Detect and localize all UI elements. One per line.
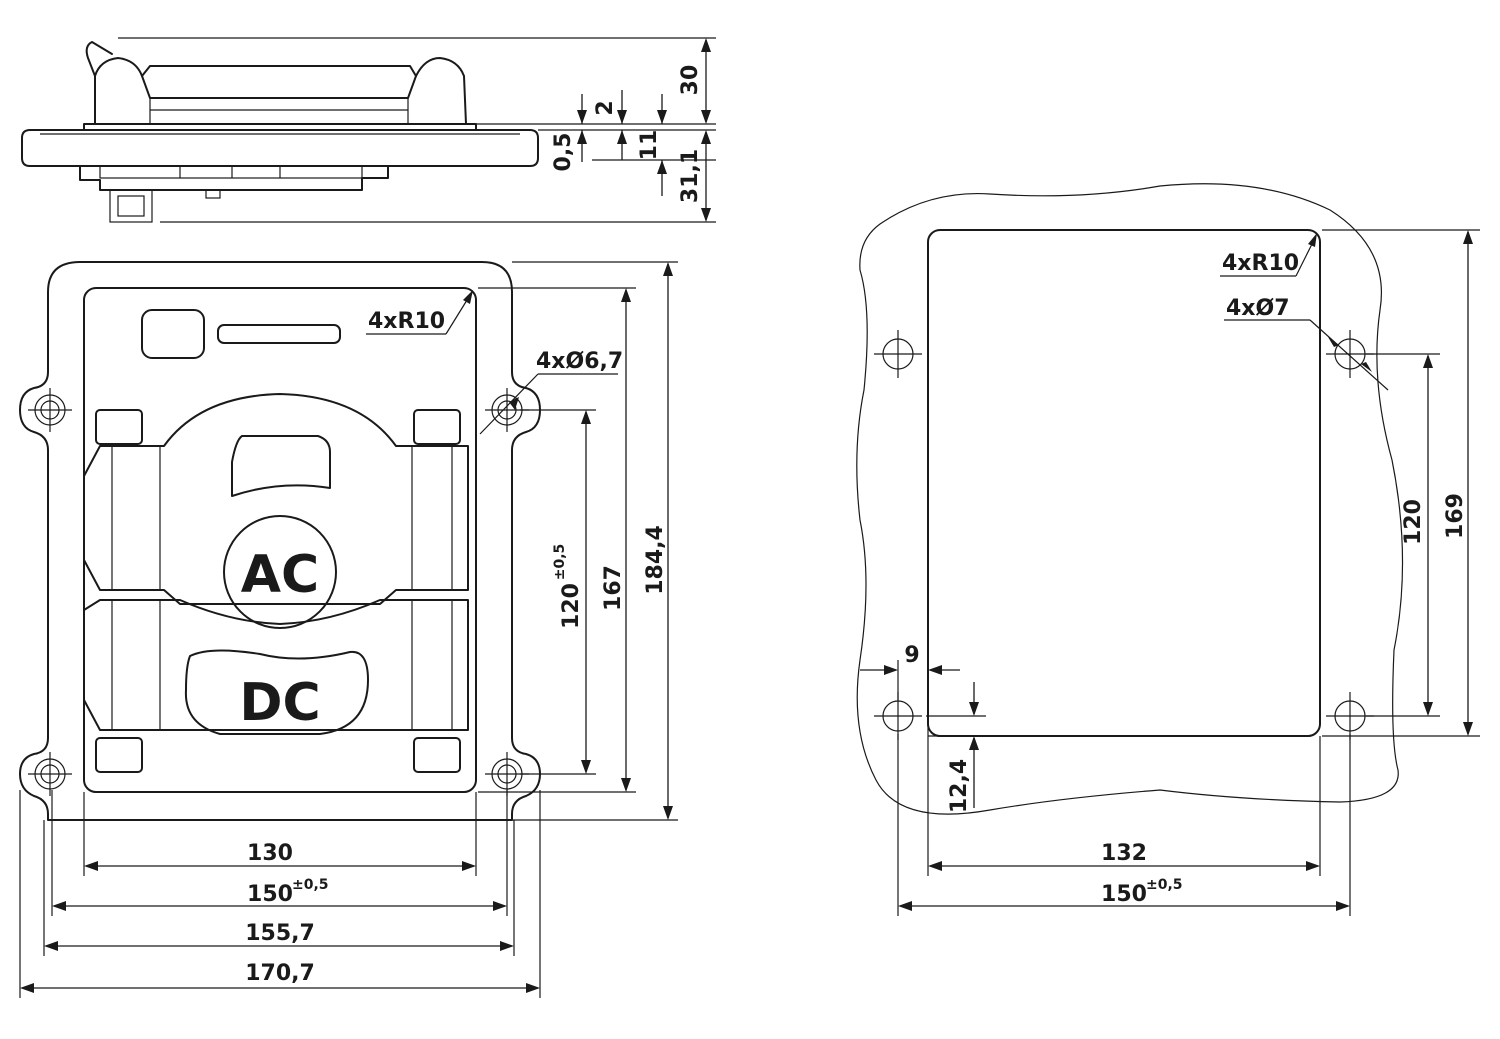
cutout-dim-cutout-height: 169 [1443,493,1468,539]
cutout-dim-hole-spacing-v: 120 [1401,499,1426,545]
front-dim-hole-spacing-h-tol: ±0,5 [292,877,329,893]
dim-flange: 11 [637,130,662,161]
dim-lip: 2 [593,100,618,115]
front-dim-inner-height: 167 [601,565,626,611]
front-dim-hole-spacing-v: 120 [559,583,584,629]
label-dc: DC [239,673,320,733]
cutout-dim-hole-offset-y: 12,4 [947,759,972,813]
front-hole-diameter: 4xØ6,7 [536,349,623,374]
cutout-dim-cutout-width: 132 [1101,841,1147,866]
cutout-dim-hole-offset-x: 9 [904,643,919,668]
front-dim-hole-spacing-h: 150 [247,882,293,907]
front-dim-frame-width: 155,7 [245,921,315,946]
front-dim-hole-spacing-v-tol: ±0,5 [552,544,568,581]
dim-flange-gap: 0,5 [551,133,576,172]
dim-depth: 31,1 [678,149,703,203]
front-corner-radius: 4xR10 [368,309,445,334]
cutout-hole-diameter: 4xØ7 [1226,296,1290,321]
dim-height-total: 30 [678,65,703,96]
front-dim-inner-width: 130 [247,841,293,866]
cutout-dim-hole-spacing-h-tol: ±0,5 [1146,877,1183,893]
front-view: AC DC 4xR10 4xØ6,7 120 ±0,5 [19,261,678,998]
cutout-corner-radius: 4xR10 [1222,251,1299,276]
cutout-dim-hole-spacing-h: 150 [1101,882,1147,907]
side-view: 30 31,1 2 11 0,5 [21,37,716,223]
front-dim-outer-height: 184,4 [643,525,668,595]
cutout-view: 4xR10 4xØ7 120 169 9 [856,183,1480,916]
label-ac: AC [241,545,319,605]
front-dim-outer-width: 170,7 [245,961,315,986]
